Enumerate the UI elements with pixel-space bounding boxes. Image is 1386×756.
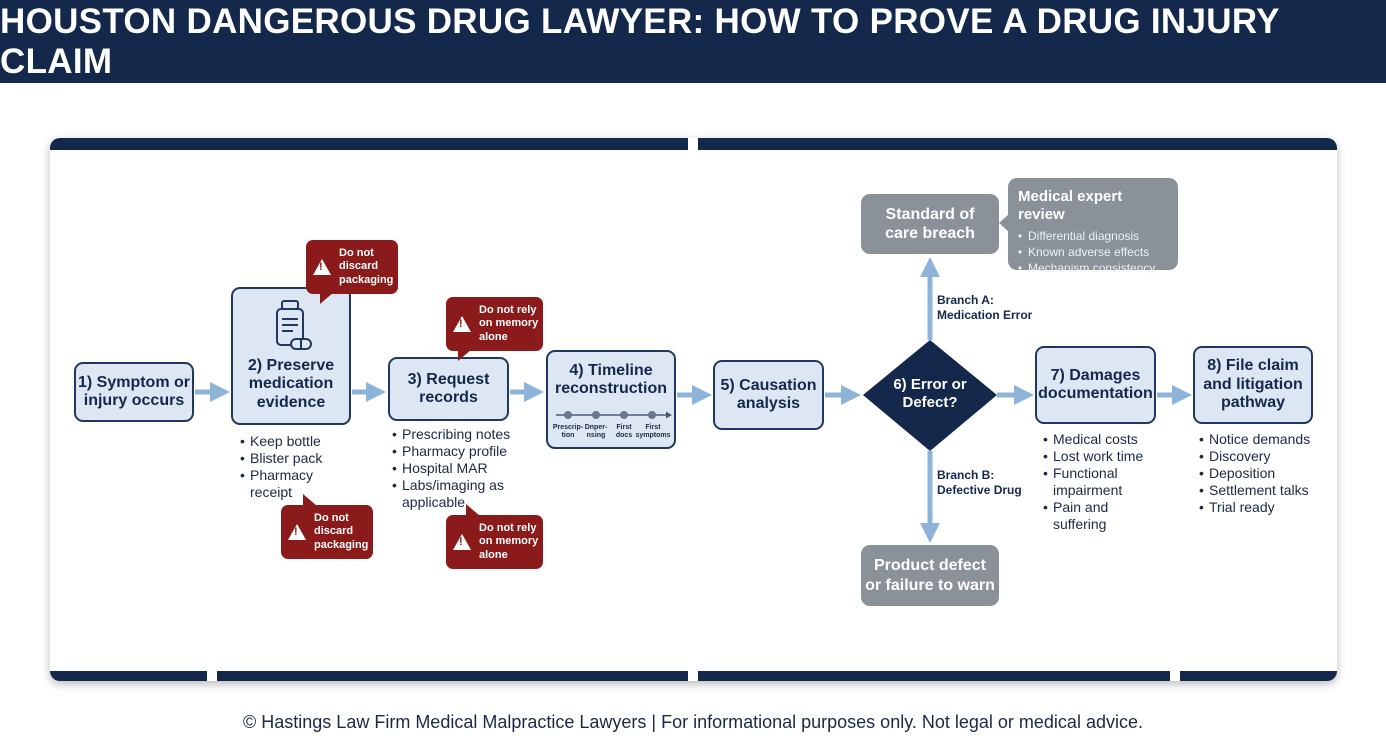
top-band-right (698, 138, 1337, 150)
standard-line2: care breach (885, 225, 975, 242)
list-item: Notice demands (1199, 431, 1310, 448)
timeline-item-2: Dnper-nsing (584, 424, 608, 439)
list-item: Blister pack (240, 450, 322, 467)
timeline-item-1: Prescrip-tion (552, 424, 584, 439)
list-item: Prescribing notes (392, 426, 510, 443)
records-list: Prescribing notes Pharmacy profile Hospi… (392, 426, 510, 511)
list-item: Functional (1043, 465, 1143, 482)
damages-list: Medical costs Lost work time Functional … (1043, 431, 1143, 533)
expert-item: Mechanism consistency (1018, 260, 1168, 276)
expert-review-box: Medical expert review Differential diagn… (1008, 178, 1178, 276)
medication-bottle-icon (276, 300, 312, 350)
list-item: Lost work time (1043, 448, 1143, 465)
list-item: Trial ready (1199, 499, 1310, 516)
product-line1: Product defect (873, 557, 986, 575)
list-item: Keep bottle (240, 433, 322, 450)
expert-list: Differential diagnosis Known adverse eff… (1018, 228, 1168, 276)
list-item: Labs/imaging as (392, 477, 510, 494)
step-5-line2: analysis (736, 395, 801, 412)
step-6-line1: 6) Error or (893, 376, 967, 393)
standard-of-care-box: Standard of care breach (861, 194, 999, 254)
list-item: Medical costs (1043, 431, 1143, 448)
step-6-label: 6) Error or Defect? (880, 376, 980, 412)
bottom-band-1 (50, 671, 207, 681)
step-5-line1: 5) Causation (720, 376, 817, 394)
step-7-line2: documentation (1038, 385, 1153, 402)
list-item: Pharmacy profile (392, 443, 510, 460)
step-2-line2: medication (248, 375, 334, 393)
list-item: Deposition (1199, 465, 1310, 482)
expert-title: Medical expert review (1018, 188, 1123, 223)
warning-icon (288, 524, 306, 540)
timeline-graphic (556, 411, 672, 419)
branch-b-label: Branch B:Defective Drug (937, 468, 1022, 497)
bottom-band-2 (217, 671, 688, 681)
branch-a-label: Branch A:Medication Error (937, 293, 1033, 322)
title-bar: HOUSTON DANGEROUS DRUG LAWYER: HOW TO PR… (0, 0, 1386, 83)
warning-icon (453, 316, 471, 332)
standard-line1: Standard of (885, 205, 975, 223)
list-item: Pharmacy (240, 467, 322, 484)
step-1-line1: 1) Symptom or (77, 373, 190, 391)
warning-icon (313, 259, 331, 275)
litigation-list: Notice demands Discovery Deposition Sett… (1199, 431, 1310, 516)
list-item: receipt (250, 484, 293, 500)
bottom-band-4 (1180, 671, 1337, 681)
step-2-line3: evidence (256, 393, 326, 411)
step-8-line2: and litigation (1203, 375, 1303, 393)
list-item: Discovery (1199, 448, 1310, 465)
step-3-line1: 3) Request (407, 370, 490, 388)
step-6-line2: Defect? (902, 394, 958, 411)
warning-icon (453, 534, 471, 550)
page-title: HOUSTON DANGEROUS DRUG LAWYER: HOW TO PR… (0, 1, 1280, 81)
expert-item: Known adverse effects (1018, 244, 1168, 260)
product-line2: or failure to warn (865, 576, 995, 594)
step-2-line1: 2) Preserve (247, 356, 335, 374)
bottom-band-3 (698, 671, 1170, 681)
expert-callout-tail (999, 214, 1009, 232)
footer-disclaimer: © Hastings Law Firm Medical Malpractice … (243, 712, 1143, 732)
step-3-line2: records (419, 389, 478, 406)
list-item: impairment (1053, 482, 1123, 498)
step-4-line1: 4) Timeline (569, 362, 653, 379)
list-item: Pain and (1043, 499, 1143, 516)
expert-item: Differential diagnosis (1018, 228, 1168, 244)
step-8-line1: 8) File claim (1207, 357, 1299, 375)
step-4-line2: reconstruction (554, 380, 667, 398)
evidence-list: Keep bottle Blister pack Pharmacy receip… (240, 433, 322, 501)
step-7-line1: 7) Damages (1050, 366, 1141, 384)
step-8-line3: pathway (1220, 394, 1285, 412)
top-band-left (50, 138, 688, 150)
list-item: Settlement talks (1199, 482, 1310, 499)
step-1-line2: injury occurs (83, 392, 185, 409)
list-item: Hospital MAR (392, 460, 510, 477)
list-item: suffering (1053, 516, 1107, 532)
list-item: applicable (402, 494, 466, 510)
